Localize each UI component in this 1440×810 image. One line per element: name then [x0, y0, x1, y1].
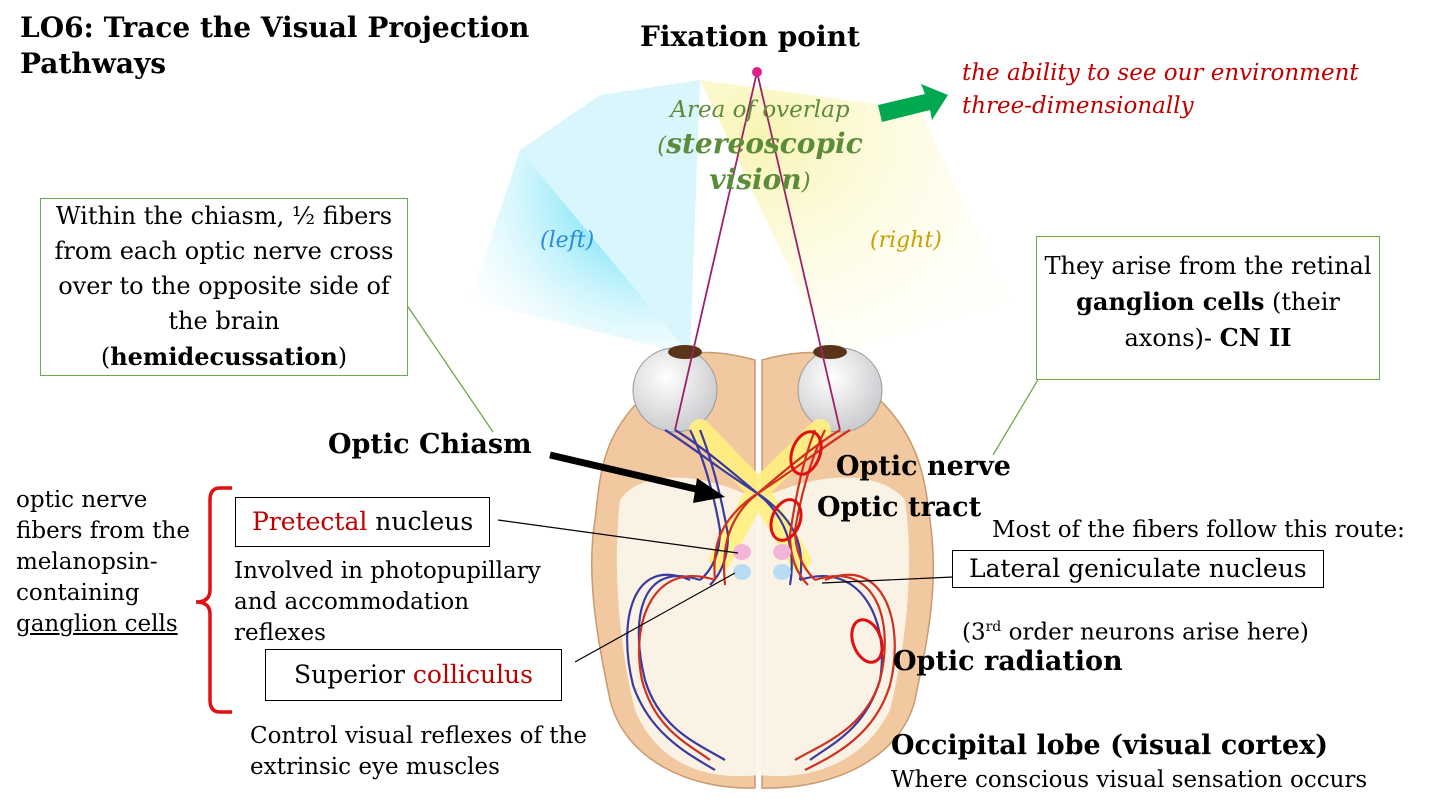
colliculus-description: Control visual reflexes of the extrinsic… [250, 723, 587, 780]
optic-radiation-highlight [850, 618, 884, 664]
pretectal-leader [497, 519, 739, 554]
lgn-box: Lateral geniculate nucleus [952, 550, 1324, 588]
nerve-box-leader [992, 367, 1046, 456]
right-colliculus-blob [773, 564, 791, 580]
pretectal-box: Pretectal nucleus [235, 497, 491, 547]
cn-ii-bold: CN II [1219, 323, 1292, 352]
right-sight-line [756, 71, 841, 431]
right-pretectal-blob [773, 544, 791, 560]
left-field-upper [520, 80, 700, 355]
overlap-line1: Area of overlap [670, 97, 850, 123]
melanopsin-text: optic nerve fibers from the melanopsin-c… [16, 487, 190, 637]
third-order-text: (3rd order neurons arise here) [962, 619, 1309, 646]
stereoscopic-bold: stereoscopic [666, 127, 863, 160]
chiasm-arrow-shaft [549, 451, 701, 494]
colliculus-box: Superior colliculus [265, 649, 562, 701]
red-brace [195, 486, 232, 714]
left-pretectal-blob [733, 544, 751, 560]
optic-nerve-label: Optic nerve [836, 451, 1011, 482]
hemidecussation-bold: hemidecussation [110, 342, 338, 371]
optic-tract-highlight [769, 498, 803, 542]
ganglion-cells-bold: ganglion cells [1076, 287, 1265, 316]
fixation-dot [752, 67, 762, 77]
stereo-result-text: the ability to see our environment three… [962, 60, 1359, 119]
overlap-line3: vision) [709, 163, 811, 196]
optic-chiasm-label: Optic Chiasm [328, 429, 532, 460]
left-field-label: (left) [540, 228, 595, 253]
occipital-lobe-label: Occipital lobe (visual cortex) [891, 730, 1329, 761]
left-colliculus-blob [733, 564, 751, 580]
optic-radiation-label: Optic radiation [893, 646, 1123, 677]
right-pupil [813, 345, 847, 359]
vision-bold: vision [709, 163, 802, 196]
nerve-box-text1: They arise from the retinal [1044, 252, 1372, 280]
chiasm-arrow-head [693, 478, 725, 503]
white-matter [616, 477, 910, 777]
right-visual-field [700, 80, 1010, 355]
ganglion-cells-underlined: ganglion cells [16, 611, 178, 637]
left-sight-line [674, 71, 758, 431]
chiasm-box-text: Within the chiasm, ½ fibers from each op… [54, 202, 394, 335]
optic-tract-label: Optic tract [817, 492, 982, 523]
pretectal-description: Involved in photopupillary and accommoda… [234, 558, 541, 646]
optic-nerve-highlight [789, 430, 823, 476]
nerve-box-text2: (their axons)- [1124, 288, 1340, 352]
right-eyeball [797, 347, 883, 433]
colliculus-leader [574, 572, 736, 663]
most-fibers-text: Most of the fibers follow this route: [992, 517, 1405, 543]
left-pupil [668, 345, 702, 359]
fiber-bundle-red [638, 429, 896, 771]
hemidecussation-box: Within the chiasm, ½ fibers from each op… [40, 198, 408, 376]
left-eyeball [632, 347, 718, 433]
overlap-line2: (stereoscopic [657, 127, 863, 160]
right-field-label: (right) [870, 228, 942, 253]
occipital-subtext: Where conscious visual sensation occurs [891, 767, 1368, 793]
page-title: LO6: Trace the Visual Projection Pathway… [20, 11, 530, 80]
ganglion-cells-box: They arise from the retinal ganglion cel… [1036, 236, 1380, 380]
left-visual-field [470, 150, 690, 355]
result-arrow [878, 84, 948, 122]
lgn-leader [821, 576, 954, 584]
fixation-point-label: Fixation point [640, 20, 860, 53]
chiasm-box-leader [399, 294, 494, 433]
overlap-label: Area of overlap (stereoscopic vision) [640, 94, 880, 199]
